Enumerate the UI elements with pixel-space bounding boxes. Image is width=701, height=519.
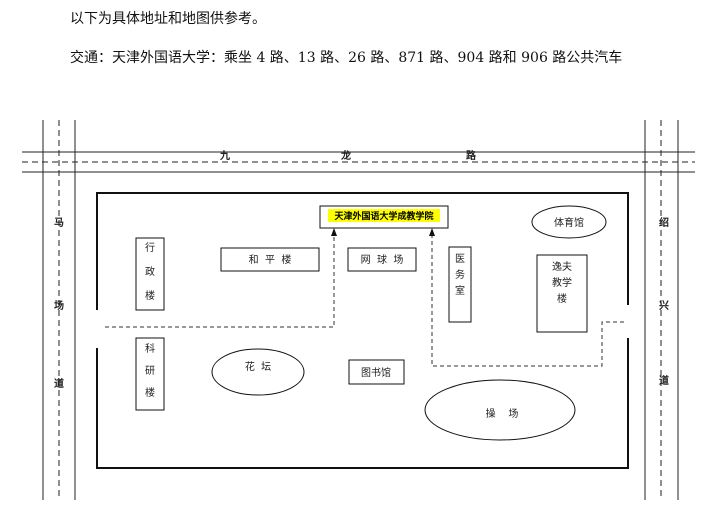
yifu-label-1: 逸夫	[552, 261, 572, 273]
target-label: 天津外国语大学成教学院	[334, 210, 433, 222]
research-label-2: 研	[145, 365, 155, 377]
yifu-building	[536, 254, 588, 333]
yifu-label-3: 楼	[557, 292, 567, 305]
clinic-building	[448, 246, 472, 323]
admin-label-1: 行	[145, 241, 155, 254]
clinic-label-3: 室	[455, 284, 465, 297]
admin-label-2: 政	[145, 265, 155, 278]
gymnasium	[531, 205, 607, 239]
road-right-label-1: 绍	[659, 216, 669, 229]
garden-label: 花 坛	[245, 360, 271, 373]
clinic-label-2: 务	[455, 268, 465, 281]
road-shaoxing	[644, 120, 679, 500]
road-top-label-3: 路	[466, 149, 477, 162]
road-machang	[42, 120, 76, 500]
clinic-label-1: 医	[455, 253, 465, 265]
campus-wall	[96, 192, 629, 469]
research-building	[135, 337, 165, 411]
admin-building	[135, 237, 165, 311]
yifu-label-2: 教学	[552, 276, 572, 289]
tennis-label: 网 球 场	[361, 253, 404, 266]
library-label: 图书馆	[361, 366, 391, 379]
road-left-label-3: 道	[54, 377, 64, 390]
heping-building	[220, 247, 320, 272]
flower-garden	[211, 348, 305, 396]
road-left-label-1: 马	[54, 217, 64, 229]
research-label-1: 科	[145, 342, 155, 355]
route-right	[431, 232, 624, 367]
route-right-arrow	[429, 228, 435, 236]
playground	[424, 379, 576, 441]
road-top-label-1: 九	[219, 149, 230, 162]
road-top-label-2: 龙	[340, 149, 351, 162]
road-right-label-3: 道	[659, 374, 669, 387]
research-label-3: 楼	[145, 386, 155, 399]
route-left-arrow	[331, 228, 337, 236]
road-jiulong	[22, 151, 695, 173]
playground-label: 操 场	[486, 407, 519, 420]
admin-label-3: 楼	[145, 289, 155, 302]
library-building	[348, 359, 405, 385]
road-left-label-2: 场	[54, 299, 64, 312]
target-highlight	[328, 209, 440, 222]
transport-text: 交通：天津外国语大学：乘坐 4 路、13 路、26 路、871 路、904 路和…	[70, 50, 623, 66]
road-right-label-2: 兴	[659, 299, 669, 312]
heping-label: 和 平 楼	[249, 253, 292, 266]
intro-text: 以下为具体地址和地图供参考。	[70, 11, 266, 27]
gym-label: 体育馆	[554, 216, 584, 229]
tennis-court	[347, 247, 417, 272]
